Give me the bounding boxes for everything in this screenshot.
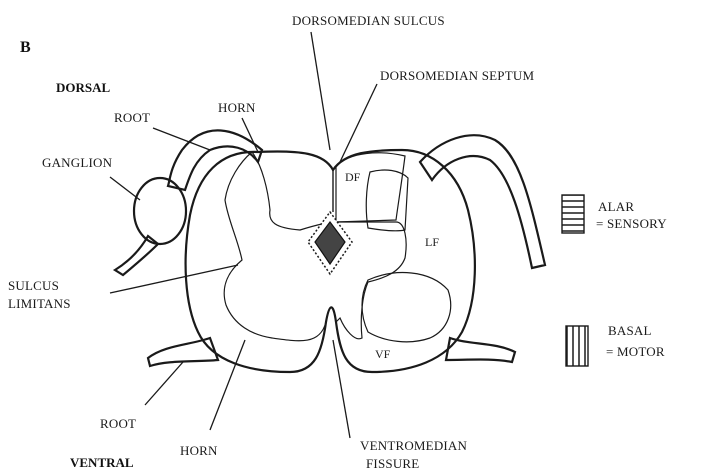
legend-basal-swatch — [566, 326, 588, 366]
basal-plate — [362, 273, 451, 342]
left-ventral-root — [148, 338, 218, 366]
dorsal-label: DORSAL — [56, 80, 111, 95]
horn-label-top: HORN — [218, 100, 256, 115]
leader-dorsomedian-septum — [340, 84, 377, 162]
ganglion — [134, 178, 186, 244]
leader-horn-top — [242, 118, 258, 152]
sulcus-limitans-label-2: LIMITANS — [8, 296, 71, 311]
lf-label: LF — [425, 235, 439, 249]
df-label: DF — [345, 170, 361, 184]
leader-root-bottom — [145, 362, 183, 405]
dorsomedian-sulcus-label: DORSOMEDIAN SULCUS — [292, 13, 445, 28]
dorsal-funiculus — [336, 153, 405, 222]
legend-alar-swatch — [562, 195, 584, 233]
sulcus-limitans-label-1: SULCUS — [8, 278, 59, 293]
root-label-top: ROOT — [114, 110, 150, 125]
horn-label-bottom: HORN — [180, 443, 218, 458]
leader-root-top — [153, 128, 210, 150]
ganglion-label: GANGLION — [42, 155, 113, 170]
ventromedian-fissure-label-2: FISSURE — [366, 456, 419, 471]
ventral-label: VENTRAL — [70, 455, 134, 470]
legend-basal-label-1: BASAL — [608, 323, 652, 338]
leader-ganglion — [110, 177, 140, 200]
root-label-bottom: ROOT — [100, 416, 136, 431]
panel-letter: B — [20, 39, 31, 56]
legend-alar-label-1: ALAR — [598, 199, 634, 214]
ventromedian-fissure-label-1: VENTROMEDIAN — [360, 438, 468, 453]
legend-basal-label-2: = MOTOR — [606, 344, 665, 359]
dorsomedian-septum-label: DORSOMEDIAN SEPTUM — [380, 68, 534, 83]
leader-dorsomedian-sulcus — [311, 32, 330, 150]
leader-ventromedian-fissure — [333, 340, 350, 438]
vf-label: VF — [375, 347, 391, 361]
legend-alar-label-2: = SENSORY — [596, 216, 667, 231]
